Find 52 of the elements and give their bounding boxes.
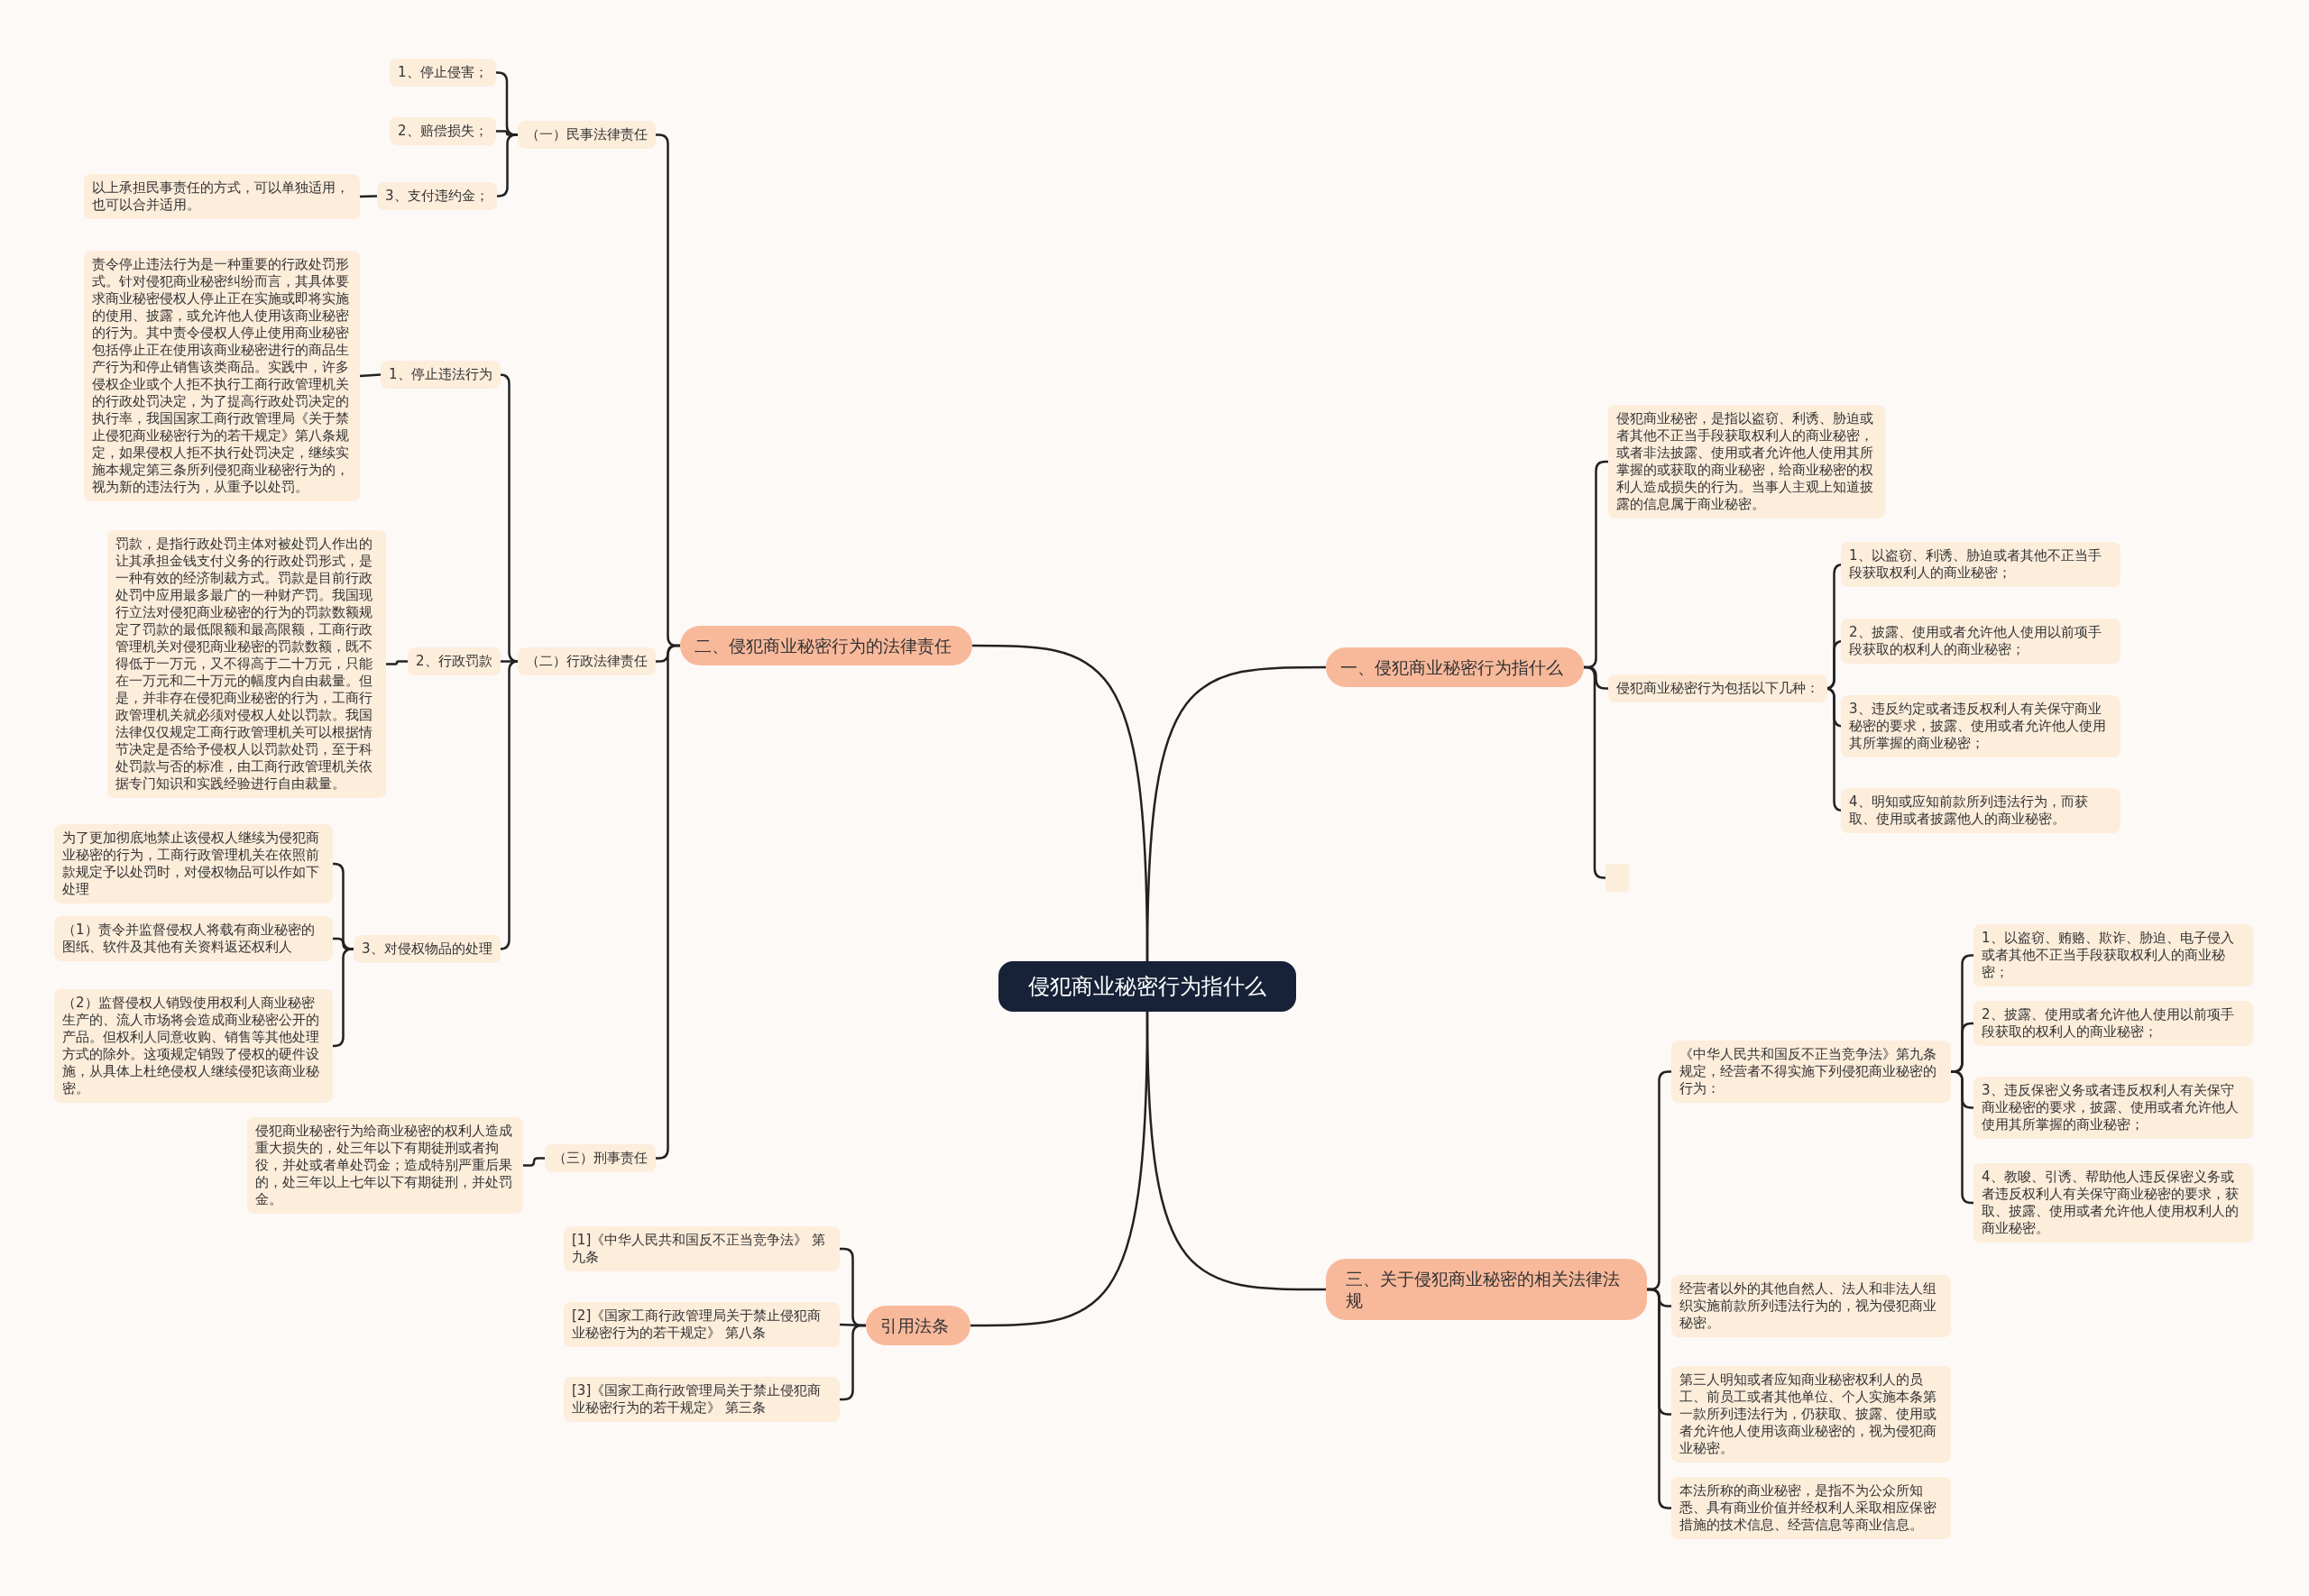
topic-box: 2、披露、使用或者允许他人使用以前项手段获取的权利人的商业秘密； <box>1973 1001 2253 1046</box>
subtopic-box: 侵犯商业秘密行为包括以下几种： <box>1608 674 1827 702</box>
central-topic: 侵犯商业秘密行为指什么 <box>998 961 1296 1012</box>
subtopic-box: 1、停止侵害； <box>390 59 496 87</box>
subtopic-box: 2、行政罚款 <box>408 647 501 675</box>
connector-line <box>359 373 382 378</box>
connector-line <box>1584 665 1605 879</box>
connector-line <box>386 660 408 665</box>
subtopic-box: （一）民事法律责任 <box>518 121 656 149</box>
subtopic-box: 1、停止违法行为 <box>381 361 501 389</box>
topic-box: [2]《国家工商行政管理局关于禁止侵犯商业秘密行为的若干规定》 第八条 <box>564 1302 840 1347</box>
subtopic-box: （三）刑事责任 <box>545 1144 656 1172</box>
topic-box: 第三人明知或者应知商业秘密权利人的员工、前员工或者其他单位、个人实施本条第一款所列违法行为，仍获取、披露、使用或者允许他人使用该商业秘密的，视为侵犯商业秘密。 <box>1671 1366 1951 1463</box>
branch-topic: 三、关于侵犯商业秘密的相关法律法规 <box>1326 1259 1647 1320</box>
branch-topic: 引用法条 <box>866 1306 971 1345</box>
topic-box: 责令停止违法行为是一种重要的行政处罚形式。针对侵犯商业秘密纠纷而言，其具体要求商业秘密侵权人停止正在实施或即将实施的使用、披露，或允许他人使用该商业秘密的行为。其中责令侵权人停止使用商业秘密包括停止正在使用该商业秘密进行的商品生产行为和停止销售该类商品。实践中，许多侵权企业或个人拒不执行工商行政管理机关的行政处罚决定，为了提高行政处罚决定的执行率，我国国家工商行政管理局《关于禁止侵犯商业秘密行为的若干规定》第八条规定，如果侵权人拒不执行处罚决定，继续实施本规定第三条所列侵犯商业秘密行为的，视为新的违法行为，从重予以处罚。 <box>84 251 360 501</box>
connector-line <box>655 644 681 1160</box>
topic-box: 1、以盗窃、利诱、胁迫或者其他不正当手段获取权利人的商业秘密； <box>1841 542 2120 587</box>
connector-line <box>523 1157 545 1167</box>
subtopic-box: 3、支付违约金； <box>377 182 497 210</box>
topic-box: 本法所称的商业秘密，是指不为公众所知悉、具有商业价值并经权利人采取相应保密措施的技术信息、经营信息等商业信息。 <box>1671 1477 1951 1539</box>
subtopic-box: 3、对侵权物品的处理 <box>354 935 501 963</box>
topic-box: 经营者以外的其他自然人、法人和非法人组织实施前款所列违法行为的，视为侵犯商业秘密。 <box>1671 1275 1951 1337</box>
topic-box: 4、教唆、引诱、帮助他人违反保密义务或者违反权利人有关保守商业秘密的要求，获取、披露、使用或者允许他人使用权利人的商业秘密。 <box>1973 1163 2253 1243</box>
branch-topic: 二、侵犯商业秘密行为的法律责任 <box>680 626 972 665</box>
connector-line <box>1145 665 1326 961</box>
connector-line <box>359 195 378 198</box>
connector-line <box>1145 1012 1326 1291</box>
topic-box: 1、以盗窃、贿赂、欺诈、胁迫、电子侵入或者其他不正当手段获取权利人的商业秘密； <box>1973 924 2253 986</box>
topic-box: （1）责令并监督侵权人将载有商业秘密的图纸、软件及其他有关资料返还权利人 <box>54 916 333 961</box>
topic-box: （2）监督侵权人销毁使用权利人商业秘密生产的、流人市场将会造成商业秘密公开的产品。但权利人同意收购、销售等其他处理方式的除外。这项规定销毁了侵权的硬件设施，从具体上杜绝侵权人继续侵犯该商业秘密。 <box>54 989 333 1103</box>
topic-box: 4、明知或应知前款所列违法行为，而获取、使用或者披露他人的商业秘密。 <box>1841 788 2120 833</box>
topic-box: 以上承担民事责任的方式，可以单独适用，也可以合并适用。 <box>84 174 360 219</box>
subtopic-box: （二）行政法律责任 <box>518 647 656 675</box>
topic-box: [3]《国家工商行政管理局关于禁止侵犯商业秘密行为的若干规定》 第三条 <box>564 1377 840 1422</box>
topic-box: 侵犯商业秘密行为给商业秘密的权利人造成重大损失的，处三年以下有期徒刑或者拘役，并处或者单处罚金；造成特别严重后果的，处三年以上七年以下有期徒刑，并处罚金。 <box>247 1117 523 1214</box>
topic-box: 3、违反约定或者违反权利人有关保守商业秘密的要求，披露、使用或者允许他人使用其所掌握的商业秘密； <box>1841 695 2120 757</box>
connector-line <box>499 660 520 950</box>
connector-line <box>1951 1070 1973 1205</box>
topic-box: 罚款，是指行政处罚主体对被处罚人作出的让其承担金钱支付义务的行政处罚形式，是一种有效的经济制裁方式。罚款是目前行政处罚中应用最多最广的一种财产罚。我国现行立法对侵犯商业秘密的行为的罚款数额规定了罚款的最低限额和最高限额，工商行政管理机关对侵犯商业秘密的罚款数额，既不得低于一万元，又不得高于二十万元，只能在一万元和二十万元的幅度内自由裁量。但是，并非存在侵犯商业秘密的行为，工商行政管理机关就必须对侵权人处以罚款。我国法律仅仅规定工商行政管理机关可以根据情节决定是否给予侵权人以罚款处罚，至于科处罚款与否的标准，由工商行政管理机关依据专门知识和实践经验进行自由裁量。 <box>107 530 386 798</box>
connector-line <box>501 660 518 663</box>
connector-line <box>332 948 354 1048</box>
topic-box: 为了更加彻底地禁止该侵权人继续为侵犯商业秘密的行为，工商行政管理机关在依照前款规定予以处罚时，对侵权物品可以作如下处理 <box>54 824 333 903</box>
connector-line <box>496 133 519 197</box>
topic-box: [1]《中华人民共和国反不正当竞争法》 第九条 <box>564 1226 840 1271</box>
branch-topic: 一、侵犯商业秘密行为指什么 <box>1326 647 1584 687</box>
subtopic-box: 2、赔偿损失； <box>390 117 496 145</box>
topic-box: 《中华人民共和国反不正当竞争法》第九条规定，经营者不得实施下列侵犯商业秘密的行为： <box>1671 1041 1951 1103</box>
topic-box: 侵犯商业秘密，是指以盗窃、利诱、胁迫或者其他不正当手段获取权利人的商业秘密，或者非法披露、使用或者允许他人使用其所掌握的或获取的商业秘密，给商业秘密的权利人造成损失的行为。当事人主观上知道披露的信息属于商业秘密。 <box>1608 405 1885 518</box>
empty-topic-box <box>1605 864 1629 892</box>
topic-box: 3、违反保密义务或者违反权利人有关保守商业秘密的要求，披露、使用或者允许他人使用其所掌握的商业秘密； <box>1973 1077 2253 1139</box>
topic-box: 2、披露、使用或者允许他人使用以前项手段获取的权利人的商业秘密； <box>1841 619 2120 664</box>
